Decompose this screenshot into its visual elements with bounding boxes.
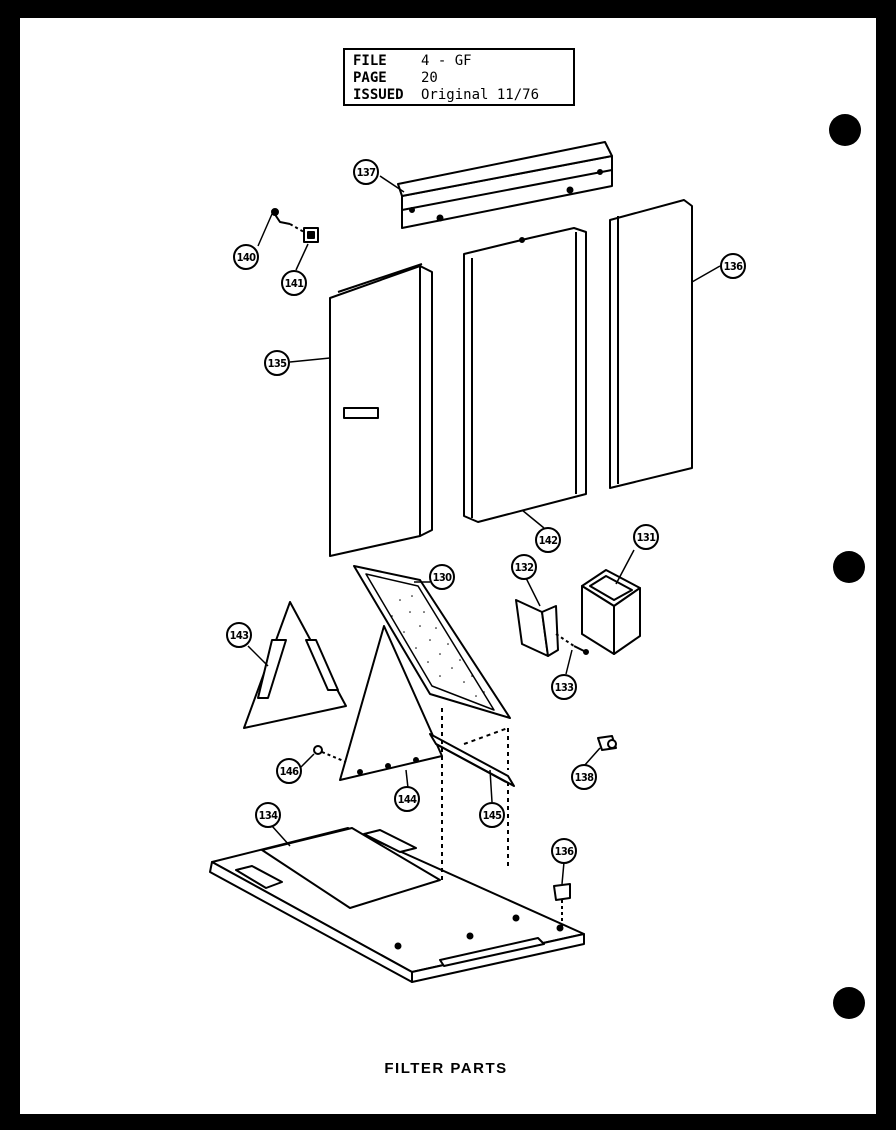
callout-137: 137 [353,159,379,185]
page-row: PAGE 20 [353,70,565,87]
part-138-plug [597,735,617,751]
part-146-screw [313,745,347,763]
part-131-control-box [581,569,641,655]
diagram-caption: FILTER PARTS [384,1060,508,1077]
part-132-bracket [515,599,559,657]
callout-133: 133 [551,674,577,700]
part-134-base-pan [209,708,585,983]
callout-142: 142 [535,527,561,553]
part-136-bottom-fastener [553,883,571,930]
part-136-side-panel [609,199,693,489]
part-142-rear-panel [463,227,587,523]
callout-145: 145 [479,802,505,828]
part-144-brace [339,625,443,781]
callout-130: 130 [429,564,455,590]
callout-136-bottom: 136 [551,838,577,864]
issued-label: ISSUED [353,87,404,103]
issued-row: ISSUED Original 11/76 [353,87,565,104]
binder-hole-bottom [833,987,865,1019]
callout-144: 144 [394,786,420,812]
callout-134: 134 [255,802,281,828]
issued-value: Original 11/76 [421,87,540,103]
callout-146: 146 [276,758,302,784]
part-137-top-rail [397,141,613,229]
callout-132: 132 [511,554,537,580]
part-145-filter-rail [429,727,515,787]
callout-140: 140 [233,244,259,270]
part-135-side-panel [329,263,433,557]
part-140-clip [271,208,305,233]
part-143-brace [243,601,347,729]
part-130-filter [353,565,511,719]
file-label: FILE [353,53,387,69]
binder-hole-top [829,114,861,146]
callout-141: 141 [281,270,307,296]
part-141-nut [303,227,319,243]
callout-143: 143 [226,622,252,648]
callout-131: 131 [633,524,659,550]
part-133-screw [555,633,589,655]
page-value: 20 [421,70,438,86]
page-label: PAGE [353,70,387,86]
callout-138: 138 [571,764,597,790]
file-row: FILE 4 - GF [353,53,565,70]
file-value: 4 - GF [421,53,472,69]
callout-135: 135 [264,350,290,376]
callout-136-top: 136 [720,253,746,279]
binder-hole-middle [833,551,865,583]
leader-lines [247,175,721,885]
file-info-box: FILE 4 - GF PAGE 20 ISSUED Original 11/7… [343,48,575,106]
